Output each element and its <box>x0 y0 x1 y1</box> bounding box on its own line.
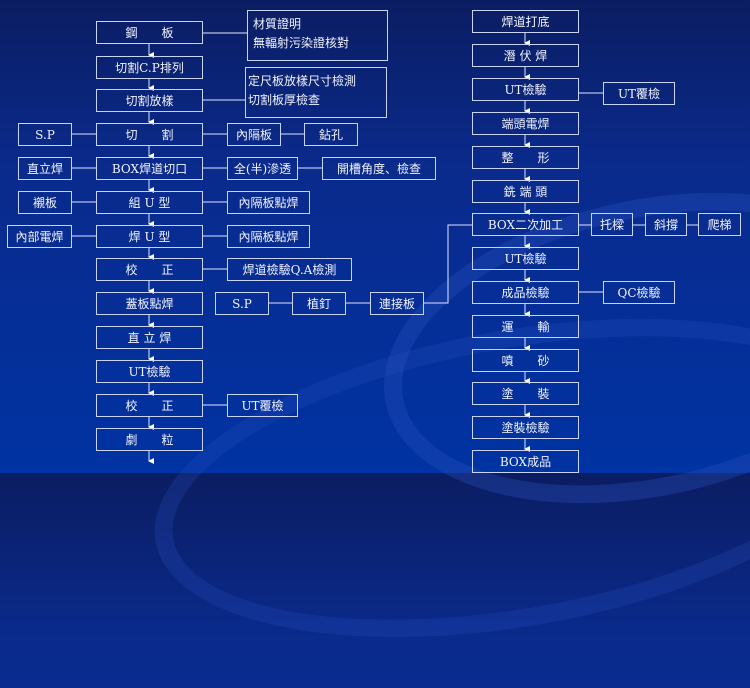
side-weld-qa: 焊道檢驗Q.A檢測 <box>227 258 352 281</box>
side-diaphragm-tack-2: 內隔板點焊 <box>227 225 310 248</box>
note-line: 無輻射污染證核對 <box>253 36 350 50</box>
step-straighten-2: 校 正 <box>96 394 203 417</box>
step-box-secondary: BOX二次加工 <box>472 213 579 236</box>
step-box-product: BOX成品 <box>472 450 579 473</box>
step-shaping: 整 形 <box>472 146 579 169</box>
side-drilling: 鉆孔 <box>304 123 358 146</box>
side-brace: 斜撐 <box>645 213 687 236</box>
side-groove-check: 開槽角度、檢查 <box>322 157 436 180</box>
step-sandblast: 噴 砂 <box>472 349 579 372</box>
step-vertical-weld: 直 立 焊 <box>96 326 203 349</box>
note-line: 切割板厚檢查 <box>248 93 321 107</box>
side-ut-recheck: UT覆檢 <box>227 394 298 417</box>
note-steel-plate: 材質證明 無輻射污染證核對 <box>247 10 388 61</box>
side-ut-recheck-2: UT覆檢 <box>603 82 675 105</box>
step-straighten-1: 校 正 <box>96 258 203 281</box>
connectors <box>72 32 698 464</box>
step-paint-inspection: 塗裝檢驗 <box>472 416 579 439</box>
step-assemble-u: 組 U 型 <box>96 191 203 214</box>
side-sp-2: S.P <box>215 292 269 315</box>
side-stud: 植釘 <box>292 292 346 315</box>
side-qc-check: QC檢驗 <box>603 281 675 304</box>
note-line: 定尺板放樣尺寸檢測 <box>248 74 357 88</box>
step-ut-inspection-2: UT檢驗 <box>472 78 579 101</box>
side-penetration: 全(半)滲透 <box>227 157 298 180</box>
side-backing-plate: 襯板 <box>18 191 72 214</box>
step-final-inspection: 成品檢驗 <box>472 281 579 304</box>
step-weld-u: 焊 U 型 <box>96 225 203 248</box>
side-sp: S.P <box>18 123 72 146</box>
side-beam-support: 托樑 <box>591 213 633 236</box>
note-line: 材質證明 <box>253 17 302 31</box>
step-painting: 塗 裝 <box>472 382 579 405</box>
step-end-weld: 端頭電焊 <box>472 112 579 135</box>
step-cutting: 切 割 <box>96 123 203 146</box>
step-cut-cp-layout: 切割C.P排列 <box>96 56 203 79</box>
side-inner-diaphragm: 內隔板 <box>227 123 281 146</box>
step-cut-lofting: 切割放樣 <box>96 89 203 112</box>
side-diaphragm-tack-1: 內隔板點焊 <box>227 191 310 214</box>
step-root-weld: 焊道打底 <box>472 10 579 33</box>
side-ladder: 爬梯 <box>698 213 741 236</box>
step-cover-tack-weld: 蓋板點焊 <box>96 292 203 315</box>
step-grit: 劇 粒 <box>96 428 203 451</box>
step-ut-inspection: UT檢驗 <box>96 360 203 383</box>
step-end-milling: 銑 端 頭 <box>472 180 579 203</box>
side-internal-weld: 內部電焊 <box>7 225 72 248</box>
step-steel-plate: 鋼 板 <box>96 21 203 44</box>
step-box-weld-groove: BOX焊道切口 <box>96 157 203 180</box>
step-transport: 運 輸 <box>472 315 579 338</box>
step-submerged-arc-weld: 潛 伏 焊 <box>472 44 579 67</box>
step-ut-inspection-3: UT檢驗 <box>472 247 579 270</box>
side-vertical-weld: 直立焊 <box>18 157 72 180</box>
side-connection-plate: 連接板 <box>370 292 424 315</box>
note-cut-layout: 定尺板放樣尺寸檢測 切割板厚檢查 <box>245 67 387 118</box>
